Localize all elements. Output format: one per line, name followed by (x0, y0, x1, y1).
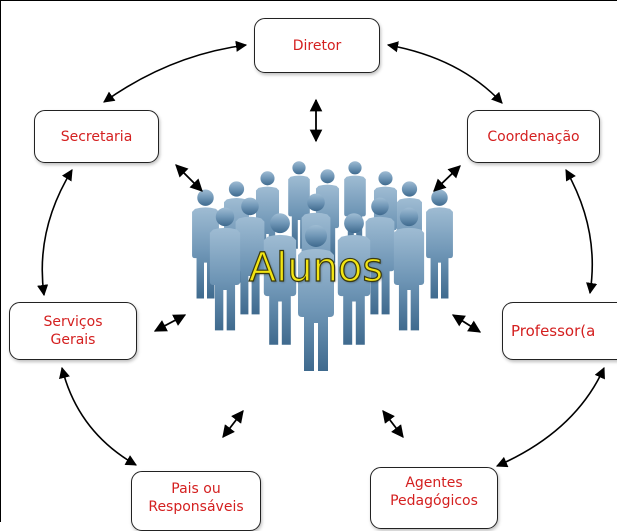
node-servicos-gerais: Serviços Gerais (9, 302, 137, 360)
node-secretaria-label: Secretaria (60, 128, 133, 145)
node-pais-responsaveis: Pais ou Responsáveis (131, 471, 261, 531)
perimeter-arrows (37, 40, 605, 468)
arrow-center-agentes (382, 410, 404, 438)
arrow-diretor-coordenacao (386, 41, 503, 104)
node-pais-label-line2: Responsáveis (148, 499, 244, 515)
center-label: Alunos (248, 244, 384, 291)
node-professor: Professor(a (502, 302, 617, 360)
node-agentes-label-line2: Pedagógicos (390, 493, 478, 509)
node-servicos-label-line1: Serviços (43, 314, 103, 330)
arrow-center-professor (451, 314, 482, 333)
node-agentes-label-line1: Agentes (405, 475, 463, 491)
node-coordenacao: Coordenação (467, 110, 600, 163)
arrow-coordenacao-professor (565, 169, 598, 295)
node-coordenacao-label: Coordenação (487, 128, 580, 145)
arrow-servicos-pais (59, 366, 137, 466)
arrow-center-pais (222, 410, 244, 438)
arrow-secretaria-servicos (37, 169, 73, 297)
arrow-diretor-secretaria (103, 40, 248, 103)
arrow-center-secretaria (175, 164, 203, 192)
arrow-center-coordenacao (433, 165, 461, 192)
node-agentes-pedagogicos: Agentes Pedagógicos (370, 467, 498, 529)
arrow-professor-agentes (495, 366, 605, 468)
node-professor-label: Professor(a (511, 322, 596, 340)
double-headed-arrow-icon (153, 98, 482, 438)
node-pais-label-line1: Pais ou (171, 481, 221, 497)
node-secretaria: Secretaria (34, 110, 159, 163)
node-diretor: Diretor (254, 18, 380, 73)
people-group-icon (192, 161, 453, 376)
node-servicos-label-line2: Gerais (50, 332, 96, 348)
arrow-center-servicos (153, 314, 187, 332)
node-diretor-label: Diretor (292, 37, 342, 54)
